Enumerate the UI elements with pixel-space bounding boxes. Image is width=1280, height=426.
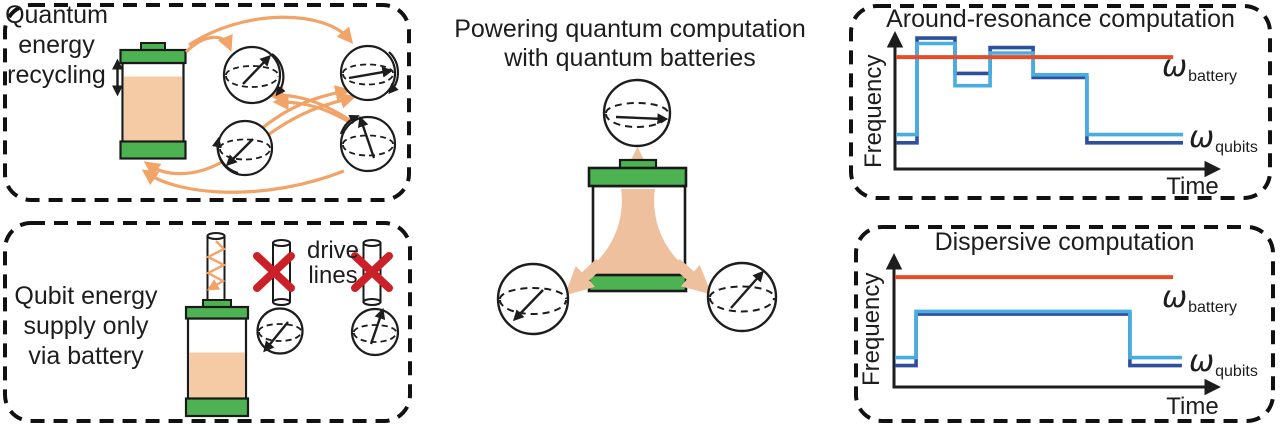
qubit-dark-blue-step-line — [895, 312, 1182, 368]
panel-around-border — [849, 4, 1272, 200]
around-x-axis-label: Time — [1166, 173, 1219, 200]
dispersive-plot-title: Dispersive computation — [934, 228, 1195, 256]
dispersive-y-axis-label: Frequency — [858, 272, 885, 386]
qubit-bloch-sphere-icon — [706, 261, 778, 333]
panel-supply-border — [3, 221, 412, 423]
supply-battery-icon — [184, 232, 250, 418]
orange-arrow-icon — [141, 169, 345, 194]
around-y-axis-label: Frequency — [860, 54, 887, 168]
recycling-label: Quantum energy recycling — [5, 1, 108, 89]
orange-arrow-icon — [143, 160, 223, 178]
qubit-bloch-sphere-icon — [496, 262, 570, 336]
around-qubits-legend: ωqubits — [1189, 120, 1258, 156]
recycling-battery-icon — [119, 42, 187, 160]
center-battery-icon — [587, 158, 688, 293]
qubit-dark-blue-step-line — [896, 36, 1183, 145]
qubit-bloch-sphere-icon — [339, 44, 400, 102]
dispersive-qubits-legend: ωqubits — [1189, 344, 1258, 380]
center-title: Powering quantum computation with quantu… — [454, 15, 806, 72]
orange-arrow-icon — [184, 34, 233, 54]
recycling-energy-flow-arrows — [141, 15, 358, 194]
around-plot-title: Around-resonance computation — [886, 5, 1235, 33]
drive-lines-label: drive lines — [306, 237, 360, 289]
qubit-bloch-sphere-icon — [350, 307, 400, 357]
orange-arrow-icon — [672, 258, 712, 295]
red-cross-icon — [351, 252, 393, 292]
orange-arrow-icon — [564, 258, 604, 296]
dispersive-battery-legend: ωbattery — [1162, 280, 1238, 316]
qubit-bloch-sphere-icon — [222, 45, 286, 105]
battery-charge-level — [189, 352, 245, 398]
photon-squiggle-icon — [205, 240, 227, 291]
qubit-bloch-sphere-icon — [339, 114, 397, 173]
red-cross-icon — [253, 252, 295, 292]
orange-arrow-icon — [272, 94, 358, 129]
qubit-bloch-sphere-icon — [602, 78, 672, 148]
around-battery-legend: ωbattery — [1162, 49, 1238, 85]
supply-label: Qubit energy supply only via battery — [14, 282, 158, 370]
qubit-bloch-sphere-icon — [211, 119, 274, 177]
qubit-light-blue-step-line — [895, 309, 1182, 360]
panel-recycling-border — [3, 3, 411, 202]
dispersive-x-axis-label: Time — [1166, 393, 1219, 420]
rotation-arc-icon — [211, 137, 239, 175]
energy-plume — [594, 189, 682, 274]
rotation-arc-icon — [388, 51, 400, 95]
plot-axes — [885, 253, 1221, 396]
qubit-bloch-sphere-icon — [256, 307, 304, 355]
dispersive-plot — [885, 253, 1221, 396]
panel-dispersive-border — [854, 225, 1275, 423]
around-resonance-plot — [886, 31, 1221, 178]
plot-axes — [886, 31, 1221, 178]
orange-arrow-icon — [188, 15, 354, 47]
rotation-arc-icon — [271, 53, 286, 97]
battery-charge-level — [124, 76, 182, 142]
rotation-arc-icon — [339, 114, 360, 135]
